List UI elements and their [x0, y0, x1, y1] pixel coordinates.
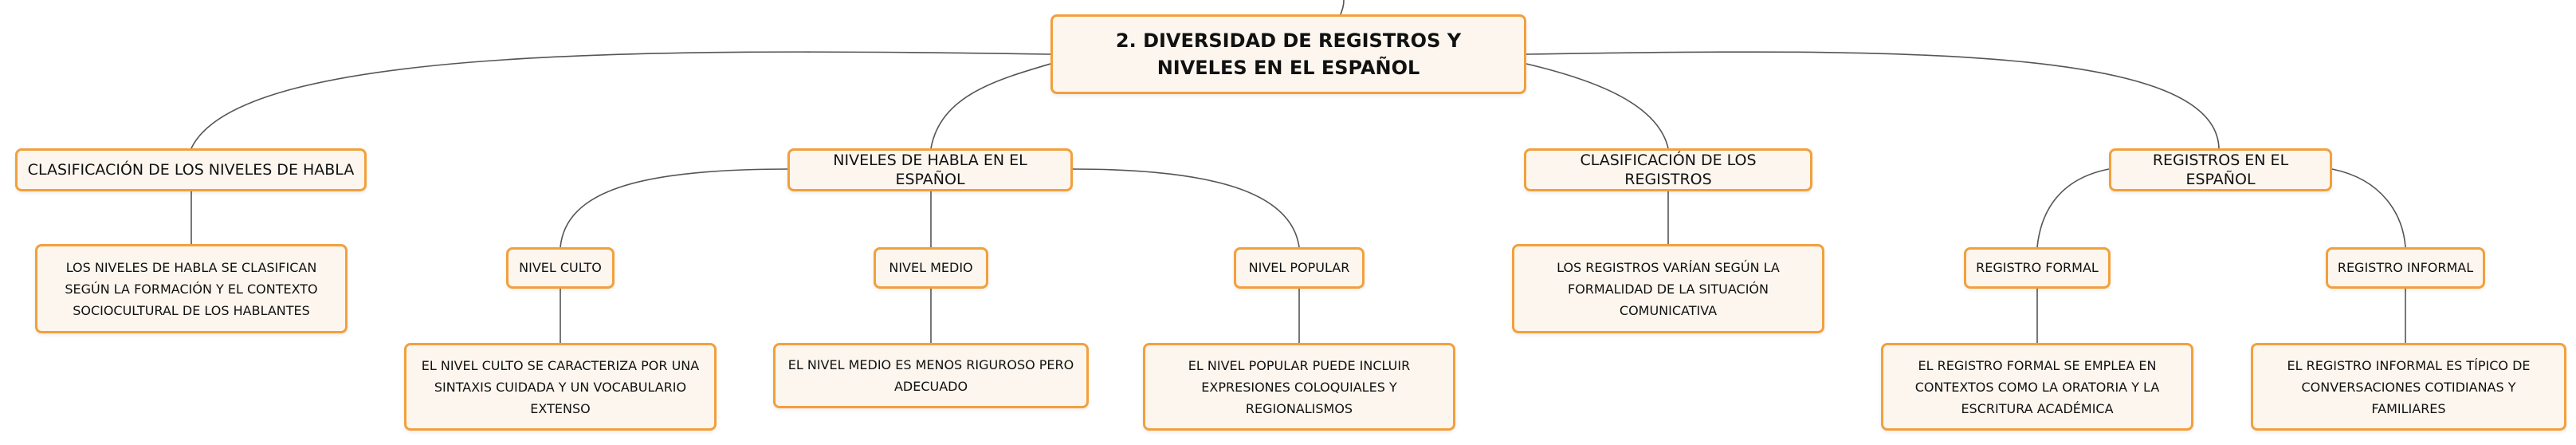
subtopic-nivel-popular[interactable]: NIVEL POPULAR — [1234, 247, 1365, 289]
connector-niveles-popular — [1072, 168, 1300, 248]
topic-niveles-habla[interactable]: NIVELES DE HABLA EN EL ESPAÑOL — [787, 148, 1073, 191]
connector-root-clasificacion-registros — [1526, 63, 1669, 149]
subtopic-registro-informal[interactable]: REGISTRO INFORMAL — [2326, 247, 2485, 289]
connector-root-niveles — [930, 63, 1051, 149]
connector-registros-formal — [2036, 168, 2110, 248]
detail-registro-formal[interactable]: EL REGISTRO FORMAL SE EMPLEA EN CONTEXTO… — [1881, 343, 2193, 431]
connector-root-registros — [1526, 51, 2220, 149]
connector-registros-informal — [2331, 168, 2406, 248]
detail-nivel-popular[interactable]: EL NIVEL POPULAR PUEDE INCLUIR EXPRESION… — [1143, 343, 1455, 431]
connector-niveles-culto — [560, 168, 788, 248]
detail-clasificacion-niveles[interactable]: LOS NIVELES DE HABLA SE CLASIFICAN SEGÚN… — [35, 244, 348, 333]
connector-parent-root — [1340, 0, 1345, 15]
topic-registros[interactable]: REGISTROS EN EL ESPAÑOL — [2109, 148, 2332, 191]
topic-clasificacion-registros[interactable]: CLASIFICACIÓN DE LOS REGISTROS — [1524, 148, 1812, 191]
detail-nivel-medio[interactable]: EL NIVEL MEDIO ES MENOS RIGUROSO PERO AD… — [773, 343, 1089, 408]
topic-clasificacion-niveles[interactable]: CLASIFICACIÓN DE LOS NIVELES DE HABLA — [15, 148, 367, 191]
detail-clasificacion-registros[interactable]: LOS REGISTROS VARÍAN SEGÚN LA FORMALIDAD… — [1512, 244, 1824, 333]
connector-root-clasificacion-niveles — [190, 51, 1051, 149]
subtopic-registro-formal[interactable]: REGISTRO FORMAL — [1964, 247, 2111, 289]
subtopic-nivel-medio[interactable]: NIVEL MEDIO — [874, 247, 988, 289]
detail-nivel-culto[interactable]: EL NIVEL CULTO SE CARACTERIZA POR UNA SI… — [404, 343, 717, 431]
detail-registro-informal[interactable]: EL REGISTRO INFORMAL ES TÍPICO DE CONVER… — [2251, 343, 2566, 431]
subtopic-nivel-culto[interactable]: NIVEL CULTO — [506, 247, 615, 289]
root-topic[interactable]: 2. DIVERSIDAD DE REGISTROS Y NIVELES EN … — [1050, 14, 1526, 94]
